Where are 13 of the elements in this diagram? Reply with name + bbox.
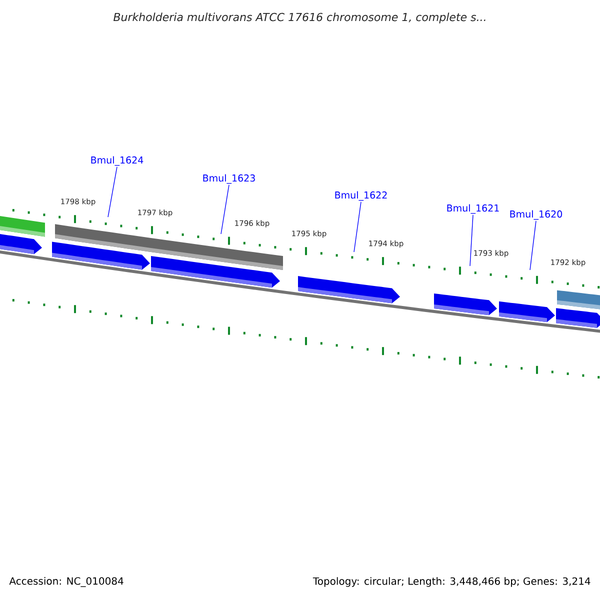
leader-line [220, 184, 230, 234]
gene-label: Bmul_1622 [335, 191, 387, 201]
gene-label: Bmul_1623 [203, 174, 255, 184]
gene-label: Bmul_1620 [510, 210, 562, 220]
leader-line [108, 166, 118, 218]
title: Burkholderia multivorans ATCC 17616 chromosome 1, complete s... [114, 12, 486, 24]
gene-label: Bmul_1621 [447, 204, 499, 214]
leader-line [470, 214, 474, 266]
footer-text: Topology: circular; Length: 3,448,466 bp; Genes: 3,214 [312, 577, 590, 587]
gene-label: Bmul_1624 [91, 156, 144, 166]
leader-line [354, 202, 362, 252]
leader-line [530, 220, 536, 270]
footer-text: Accession: NC_010084 [9, 577, 124, 587]
